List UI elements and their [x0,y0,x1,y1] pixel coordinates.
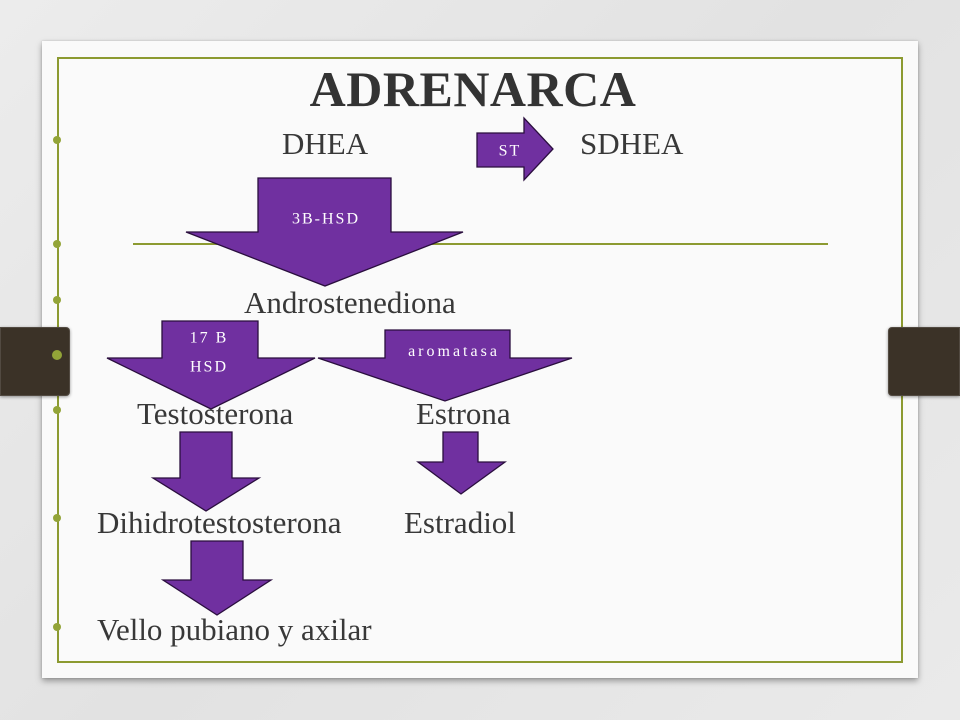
hsd-3b-arrow-shape [185,177,464,287]
estradiol-text: Estradiol [404,505,516,540]
bullet-dot [53,514,61,522]
androstenediona-text: Androstenediona [244,285,456,320]
bullet-dot [53,240,61,248]
testosterona-text: Testosterona [137,396,294,431]
bullet-dot [53,296,61,304]
divider-line [133,243,828,245]
hsd-17b-arrow-label-line1: 17 B [190,330,229,347]
st-arrow-shape [476,116,554,182]
aromatasa-arrow: aromatasa [317,329,573,402]
hsd-3b-arrow-label: 3B-HSD [292,211,360,228]
st-arrow: ST [476,116,554,182]
left-tab-decoration [0,327,70,396]
st-arrow-label: ST [499,143,522,160]
vello-text: Vello pubiano y axilar [97,612,372,647]
aromatasa-arrow-label: aromatasa [408,343,500,360]
estrona-down-arrow [416,431,507,495]
dihidrotestosterona-text: Dihidrotestosterona [97,505,342,540]
hsd-17b-arrow-shape [106,320,316,410]
dhea-text: DHEA [282,126,369,161]
sdhea-text: SDHEA [580,126,684,161]
bullet-dot [53,406,61,414]
right-tab-decoration [888,327,960,396]
slide-title: ADRENARCA [309,61,637,117]
dihidrotestosterona-down-arrow [160,540,274,616]
bullet-dot [53,623,61,631]
testosterona-down-arrow [150,431,262,512]
hsd-17b-arrow: 17 B HSD [106,320,316,410]
bullet-dot [52,350,62,360]
hsd-17b-arrow-label-line2: HSD [190,359,228,376]
hsd-3b-arrow: 3B-HSD [185,177,464,287]
aromatasa-arrow-shape [317,329,573,402]
bullet-dot [53,136,61,144]
estrona-text: Estrona [416,396,511,431]
